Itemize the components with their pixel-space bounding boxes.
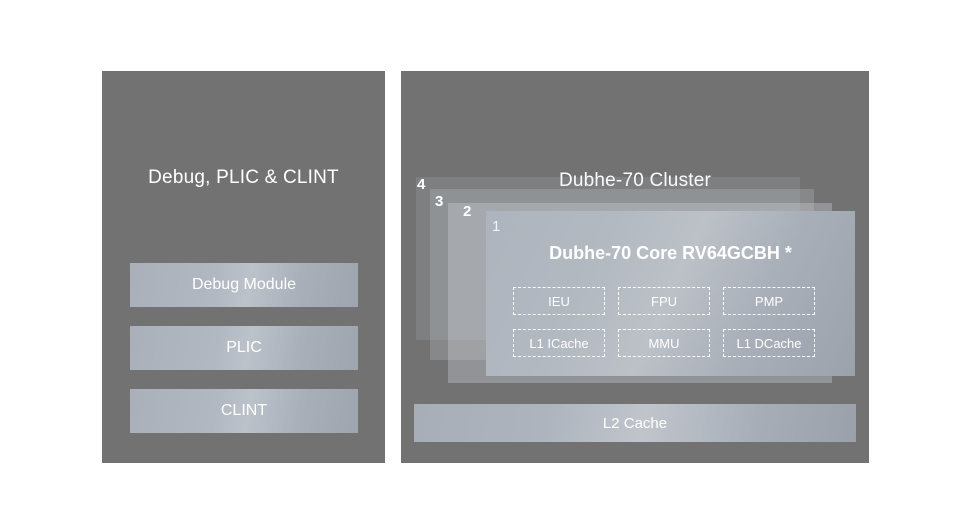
block-clint[interactable]: CLINT: [130, 389, 358, 433]
core-unit-l1-icache[interactable]: L1 ICache: [513, 329, 605, 357]
core-unit-grid: IEU FPU PMP L1 ICache MMU L1 DCache: [513, 287, 828, 357]
left-panel-title: Debug, PLIC & CLINT: [148, 167, 339, 188]
block-clint-label: CLINT: [220, 402, 268, 419]
core-unit-ieu-label: IEU: [548, 293, 570, 309]
core-stack-number-4: 4: [417, 176, 426, 193]
block-plic-label: PLIC: [226, 339, 262, 356]
core-stack-number-3: 3: [435, 193, 444, 210]
block-plic[interactable]: PLIC: [130, 326, 358, 370]
core-card-1[interactable]: Dubhe-70 Core RV64GCBH * IEU FPU PMP L1 …: [486, 211, 855, 376]
core-unit-fpu-label: FPU: [651, 293, 677, 309]
dubhe-70-cluster-panel: Dubhe-70 Cluster Dubhe-70 Core RV64GCBH …: [401, 71, 869, 463]
block-debug-module-label: Debug Module: [191, 276, 297, 293]
core-unit-l1-icache-label: L1 ICache: [529, 335, 589, 351]
core-unit-l1-dcache[interactable]: L1 DCache: [723, 329, 815, 357]
debug-plic-clint-panel: Debug, PLIC & CLINT Debug Module PLIC CL…: [102, 71, 385, 463]
core-unit-fpu[interactable]: FPU: [618, 287, 710, 315]
core-unit-mmu[interactable]: MMU: [618, 329, 710, 357]
core-stack-number-1: 1: [492, 218, 501, 235]
l2-cache-label: L2 Cache: [602, 414, 668, 432]
core-unit-pmp[interactable]: PMP: [723, 287, 815, 315]
l2-cache-block[interactable]: L2 Cache: [414, 404, 856, 442]
block-debug-module[interactable]: Debug Module: [130, 263, 358, 307]
core-unit-l1-dcache-label: L1 DCache: [736, 335, 802, 351]
core-stack-number-2: 2: [463, 203, 472, 220]
core-unit-mmu-label: MMU: [648, 335, 680, 351]
core-unit-ieu[interactable]: IEU: [513, 287, 605, 315]
right-panel-title: Dubhe-70 Cluster: [558, 170, 712, 191]
core-unit-pmp-label: PMP: [754, 293, 784, 309]
core-title: Dubhe-70 Core RV64GCBH *: [549, 243, 792, 263]
